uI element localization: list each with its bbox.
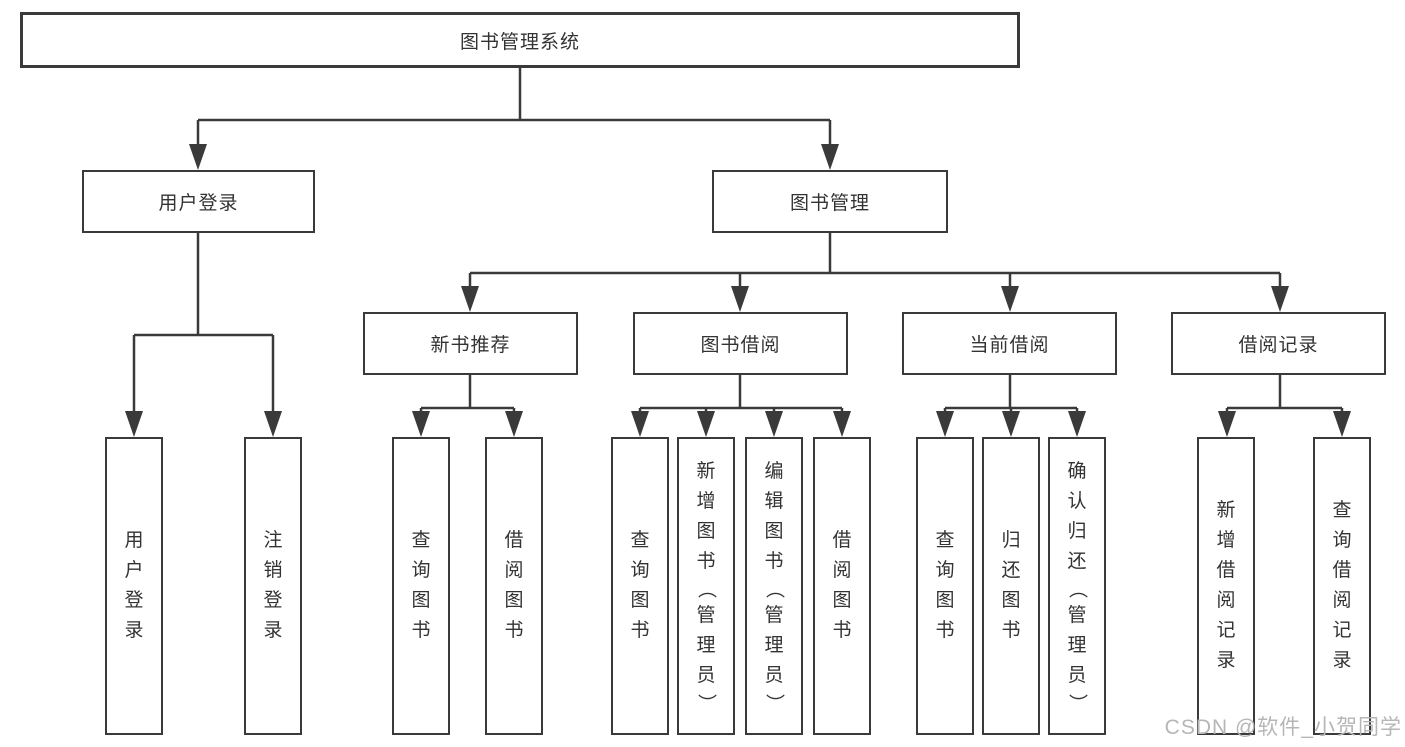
arrowhead xyxy=(505,411,523,437)
node-label: 用户登录 xyxy=(158,193,239,214)
node-label: 查询图书 xyxy=(935,530,955,641)
leaf-query-books-recommend: 查询图书 xyxy=(392,437,450,735)
current-to-leaves-lines xyxy=(943,375,1079,414)
arrowhead xyxy=(936,411,954,437)
arrowhead xyxy=(821,144,839,170)
arrowhead xyxy=(1002,411,1020,437)
node-label: 图书管理 xyxy=(789,193,870,214)
arrowhead xyxy=(1218,411,1236,437)
leaf-borrow-books-recommend: 借阅图书 xyxy=(485,437,543,735)
node-label: 借阅图书 xyxy=(832,530,852,641)
leaf-add-borrow-record: 新增借阅记录 xyxy=(1197,437,1255,735)
node-label: 借阅图书 xyxy=(504,530,524,641)
node-label: 查询图书 xyxy=(411,530,431,641)
arrowhead xyxy=(412,411,430,437)
node-label: 用户登录 xyxy=(124,530,144,641)
leaf-edit-books-admin: 编辑图书（管理员） xyxy=(745,437,803,735)
login-to-leaves-lines xyxy=(132,233,275,414)
node-borrow-records: 借阅记录 xyxy=(1171,312,1386,375)
node-label: 新书推荐 xyxy=(430,335,511,356)
node-label: 当前借阅 xyxy=(969,335,1050,356)
node-label: 图书借阅 xyxy=(700,335,781,356)
node-label: 编辑图书（管理员） xyxy=(763,461,785,713)
node-user-login: 用户登录 xyxy=(82,170,315,233)
arrowhead xyxy=(1068,411,1086,437)
leaf-add-books-admin: 新增图书（管理员） xyxy=(677,437,735,735)
arrowheads xyxy=(125,144,1351,437)
leaf-user-login: 用户登录 xyxy=(105,437,163,735)
leaf-query-books-current: 查询图书 xyxy=(916,437,974,735)
arrowhead xyxy=(631,411,649,437)
manage-to-level2-lines xyxy=(468,233,1282,290)
csdn-watermark: CSDN @软件_小贺同学 xyxy=(1164,716,1402,739)
arrowhead xyxy=(189,144,207,170)
node-label: 借阅记录 xyxy=(1238,335,1319,356)
arrowhead xyxy=(1333,411,1351,437)
leaf-return-books: 归还图书 xyxy=(982,437,1040,735)
node-label: 查询图书 xyxy=(630,530,650,641)
arrowhead xyxy=(833,411,851,437)
arrowhead xyxy=(125,411,143,437)
arrowhead xyxy=(765,411,783,437)
node-label: 图书管理系统 xyxy=(459,31,580,53)
node-book-management: 图书管理 xyxy=(712,170,948,233)
leaf-confirm-return-admin: 确认归还（管理员） xyxy=(1048,437,1106,735)
arrowhead xyxy=(731,286,749,312)
leaf-query-books-borrow: 查询图书 xyxy=(611,437,669,735)
node-label: 查询借阅记录 xyxy=(1332,500,1352,671)
root-to-level1-lines xyxy=(196,68,832,146)
arrowhead xyxy=(264,411,282,437)
node-label: 注销登录 xyxy=(263,530,283,641)
records-to-leaves-lines xyxy=(1225,375,1344,414)
node-label: 确认归还（管理员） xyxy=(1066,461,1088,713)
leaf-borrow-books: 借阅图书 xyxy=(813,437,871,735)
node-new-book-recommend: 新书推荐 xyxy=(363,312,578,375)
arrowhead xyxy=(1001,286,1019,312)
node-book-borrow: 图书借阅 xyxy=(633,312,848,375)
borrow-to-leaves-lines xyxy=(638,375,844,414)
leaf-logout: 注销登录 xyxy=(244,437,302,735)
arrowhead xyxy=(461,286,479,312)
arrowhead xyxy=(1271,286,1289,312)
node-label: 归还图书 xyxy=(1001,530,1021,641)
node-label: 新增图书（管理员） xyxy=(695,461,717,713)
leaf-query-borrow-record: 查询借阅记录 xyxy=(1313,437,1371,735)
arrowhead xyxy=(697,411,715,437)
node-current-borrow: 当前借阅 xyxy=(902,312,1117,375)
recommend-to-leaves-lines xyxy=(419,375,516,414)
node-label: 新增借阅记录 xyxy=(1216,500,1236,671)
node-library-management-system: 图书管理系统 xyxy=(20,12,1020,68)
